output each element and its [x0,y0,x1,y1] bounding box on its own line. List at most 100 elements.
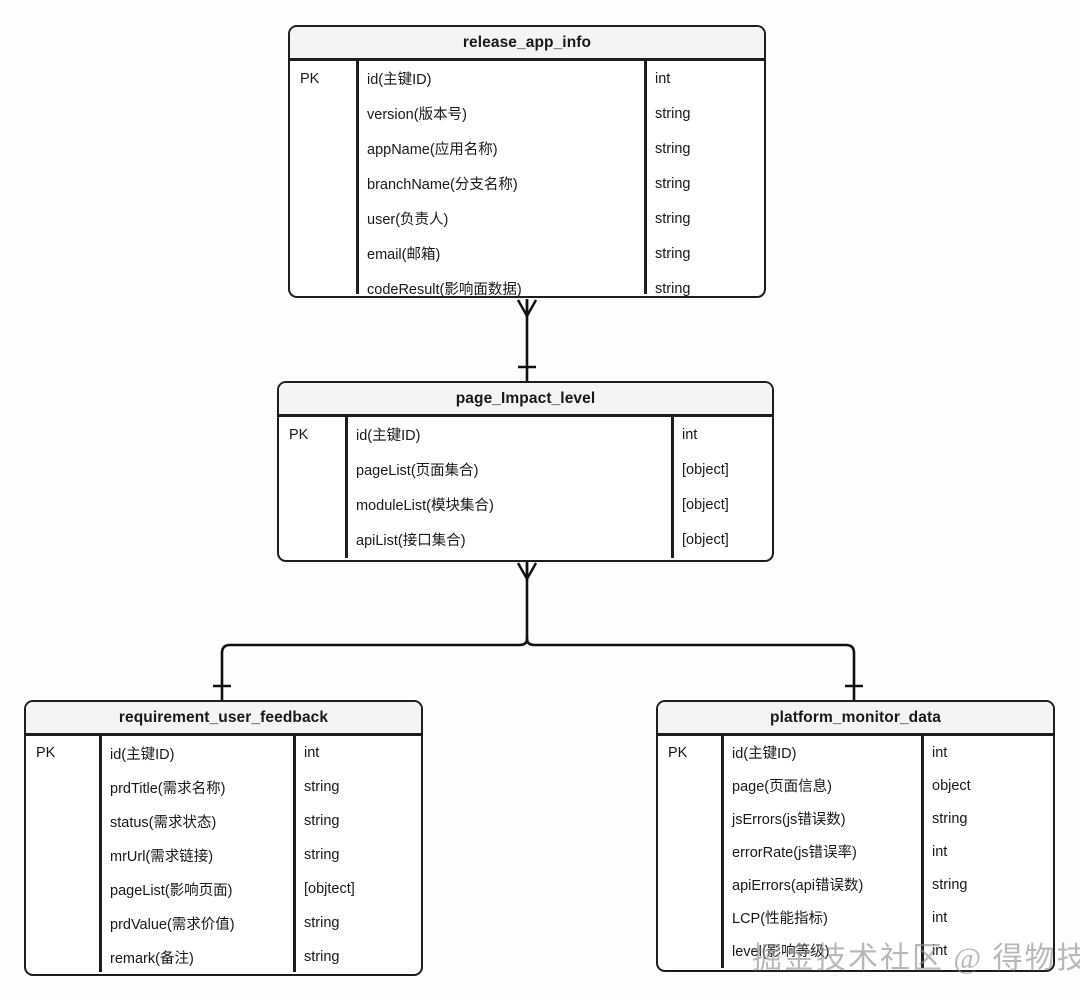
attribute-name: remark(备注) [110,950,194,967]
attribute-row[interactable]: apiErrors(api错误数) string [658,868,1053,901]
attribute-row[interactable]: apiList(接口集合) [object] [279,522,772,557]
attribute-row[interactable]: email(邮箱) string [290,236,764,271]
attribute-type: object [932,777,971,794]
attribute-name: apiErrors(api错误数) [732,878,864,894]
attribute-type: int [932,909,948,926]
attribute-type: int [304,745,320,761]
entity-title-platform-monitor-data: platform_monitor_data [658,702,1053,736]
attribute-name: email(邮箱) [367,247,441,263]
connector-page-to-feedback [213,637,529,700]
attribute-type: int [932,942,948,959]
entity-requirement-user-feedback[interactable]: requirement_user_feedback PK id(主键ID) in… [24,700,423,976]
attribute-type: int [932,843,948,860]
attribute-type: string [655,280,691,297]
attribute-type: string [304,949,340,965]
column-divider-pk [721,736,724,968]
attribute-row[interactable]: version(版本号) string [290,96,764,131]
attribute-name: codeResult(影响面数据) [367,282,522,298]
entity-title-requirement-user-feedback: requirement_user_feedback [26,702,421,736]
attribute-type: int [655,70,671,87]
attribute-type: string [304,915,340,931]
attribute-row[interactable]: branchName(分支名称) string [290,166,764,201]
attribute-row[interactable]: LCP(性能指标) int [658,901,1053,934]
attribute-row[interactable]: mrUrl(需求链接) string [26,838,421,872]
attribute-row[interactable]: PK id(主键ID) int [26,736,421,770]
column-divider-type [671,417,674,558]
entity-release-app-info[interactable]: release_app_info PK id(主键ID) int version… [288,25,766,298]
entity-body-release-app-info: PK id(主键ID) int version(版本号) string appN… [290,61,764,296]
attribute-name: appName(应用名称) [367,142,498,158]
entity-page-impact-level[interactable]: page_Impact_level PK id(主键ID) int pageLi… [277,381,774,562]
attribute-name: jsErrors(js错误数) [732,812,846,828]
attribute-type: string [655,105,691,122]
attribute-name: id(主键ID) [367,72,432,88]
attribute-key: PK [668,744,688,761]
attribute-name: branchName(分支名称) [367,177,518,193]
attribute-name: level(影响等级) [732,944,830,960]
entity-title-release-app-info: release_app_info [290,27,764,61]
connector-release-to-page [516,299,538,381]
attribute-name: id(主键ID) [110,746,175,763]
attribute-type: string [304,847,340,863]
attribute-row[interactable]: codeResult(影响面数据) string [290,271,764,298]
attribute-row[interactable]: remark(备注) string [26,940,421,974]
attribute-name: apiList(接口集合) [356,533,466,549]
attribute-name: user(负责人) [367,212,449,228]
attribute-type: int [682,426,698,443]
connector-page-to-monitor [525,637,863,700]
attribute-row[interactable]: prdValue(需求价值) string [26,906,421,940]
attribute-type: int [932,744,948,761]
entity-platform-monitor-data[interactable]: platform_monitor_data PK id(主键ID) int pa… [656,700,1055,972]
attribute-name: id(主键ID) [356,428,421,444]
attribute-name: page(页面信息) [732,779,832,795]
column-divider-pk [345,417,348,558]
attribute-row[interactable]: prdTitle(需求名称) string [26,770,421,804]
attribute-name: prdTitle(需求名称) [110,780,226,797]
attribute-row[interactable]: PK id(主键ID) int [279,417,772,452]
attribute-type: string [655,210,691,227]
attribute-type: string [932,876,968,893]
entity-title-page-impact-level: page_Impact_level [279,383,772,417]
attribute-type: string [655,175,691,192]
attribute-type: [object] [682,531,729,548]
attribute-row[interactable]: jsErrors(js错误数) string [658,802,1053,835]
column-divider-pk [356,61,359,294]
attribute-name: id(主键ID) [732,746,797,762]
attribute-row[interactable]: PK id(主键ID) int [658,736,1053,769]
attribute-name: version(版本号) [367,107,467,123]
column-divider-type [644,61,647,294]
attribute-row[interactable]: page(页面信息) object [658,769,1053,802]
attribute-row[interactable]: pageList(影响页面) [objtect] [26,872,421,906]
attribute-key: PK [300,70,320,87]
attribute-type: string [655,245,691,262]
attribute-type: string [304,779,340,795]
entity-body-platform-monitor-data: PK id(主键ID) int page(页面信息) object jsErro… [658,736,1053,968]
attribute-name: mrUrl(需求链接) [110,848,214,865]
attribute-name: status(需求状态) [110,814,217,831]
column-divider-type [921,736,924,968]
attribute-row[interactable]: status(需求状态) string [26,804,421,838]
attribute-key: PK [289,426,309,443]
connector-page-split-trunk [516,562,538,637]
attribute-name: moduleList(模块集合) [356,498,494,514]
attribute-type: [object] [682,496,729,513]
attribute-type: [object] [682,461,729,478]
attribute-name: errorRate(js错误率) [732,845,857,861]
attribute-row[interactable]: appName(应用名称) string [290,131,764,166]
attribute-type: [objtect] [304,881,355,897]
entity-body-page-impact-level: PK id(主键ID) int pageList(页面集合) [object] … [279,417,772,558]
attribute-row[interactable]: errorRate(js错误率) int [658,835,1053,868]
column-divider-pk [99,736,102,972]
attribute-row[interactable]: pageList(页面集合) [object] [279,452,772,487]
attribute-row[interactable]: moduleList(模块集合) [object] [279,487,772,522]
attribute-row[interactable]: user(负责人) string [290,201,764,236]
attribute-name: pageList(影响页面) [110,882,233,899]
attribute-name: pageList(页面集合) [356,463,479,479]
column-divider-type [293,736,296,972]
attribute-row[interactable]: level(影响等级) int [658,934,1053,967]
entity-body-requirement-user-feedback: PK id(主键ID) int prdTitle(需求名称) string st… [26,736,421,972]
attribute-type: string [655,140,691,157]
attribute-type: string [304,813,340,829]
attribute-row[interactable]: PK id(主键ID) int [290,61,764,96]
